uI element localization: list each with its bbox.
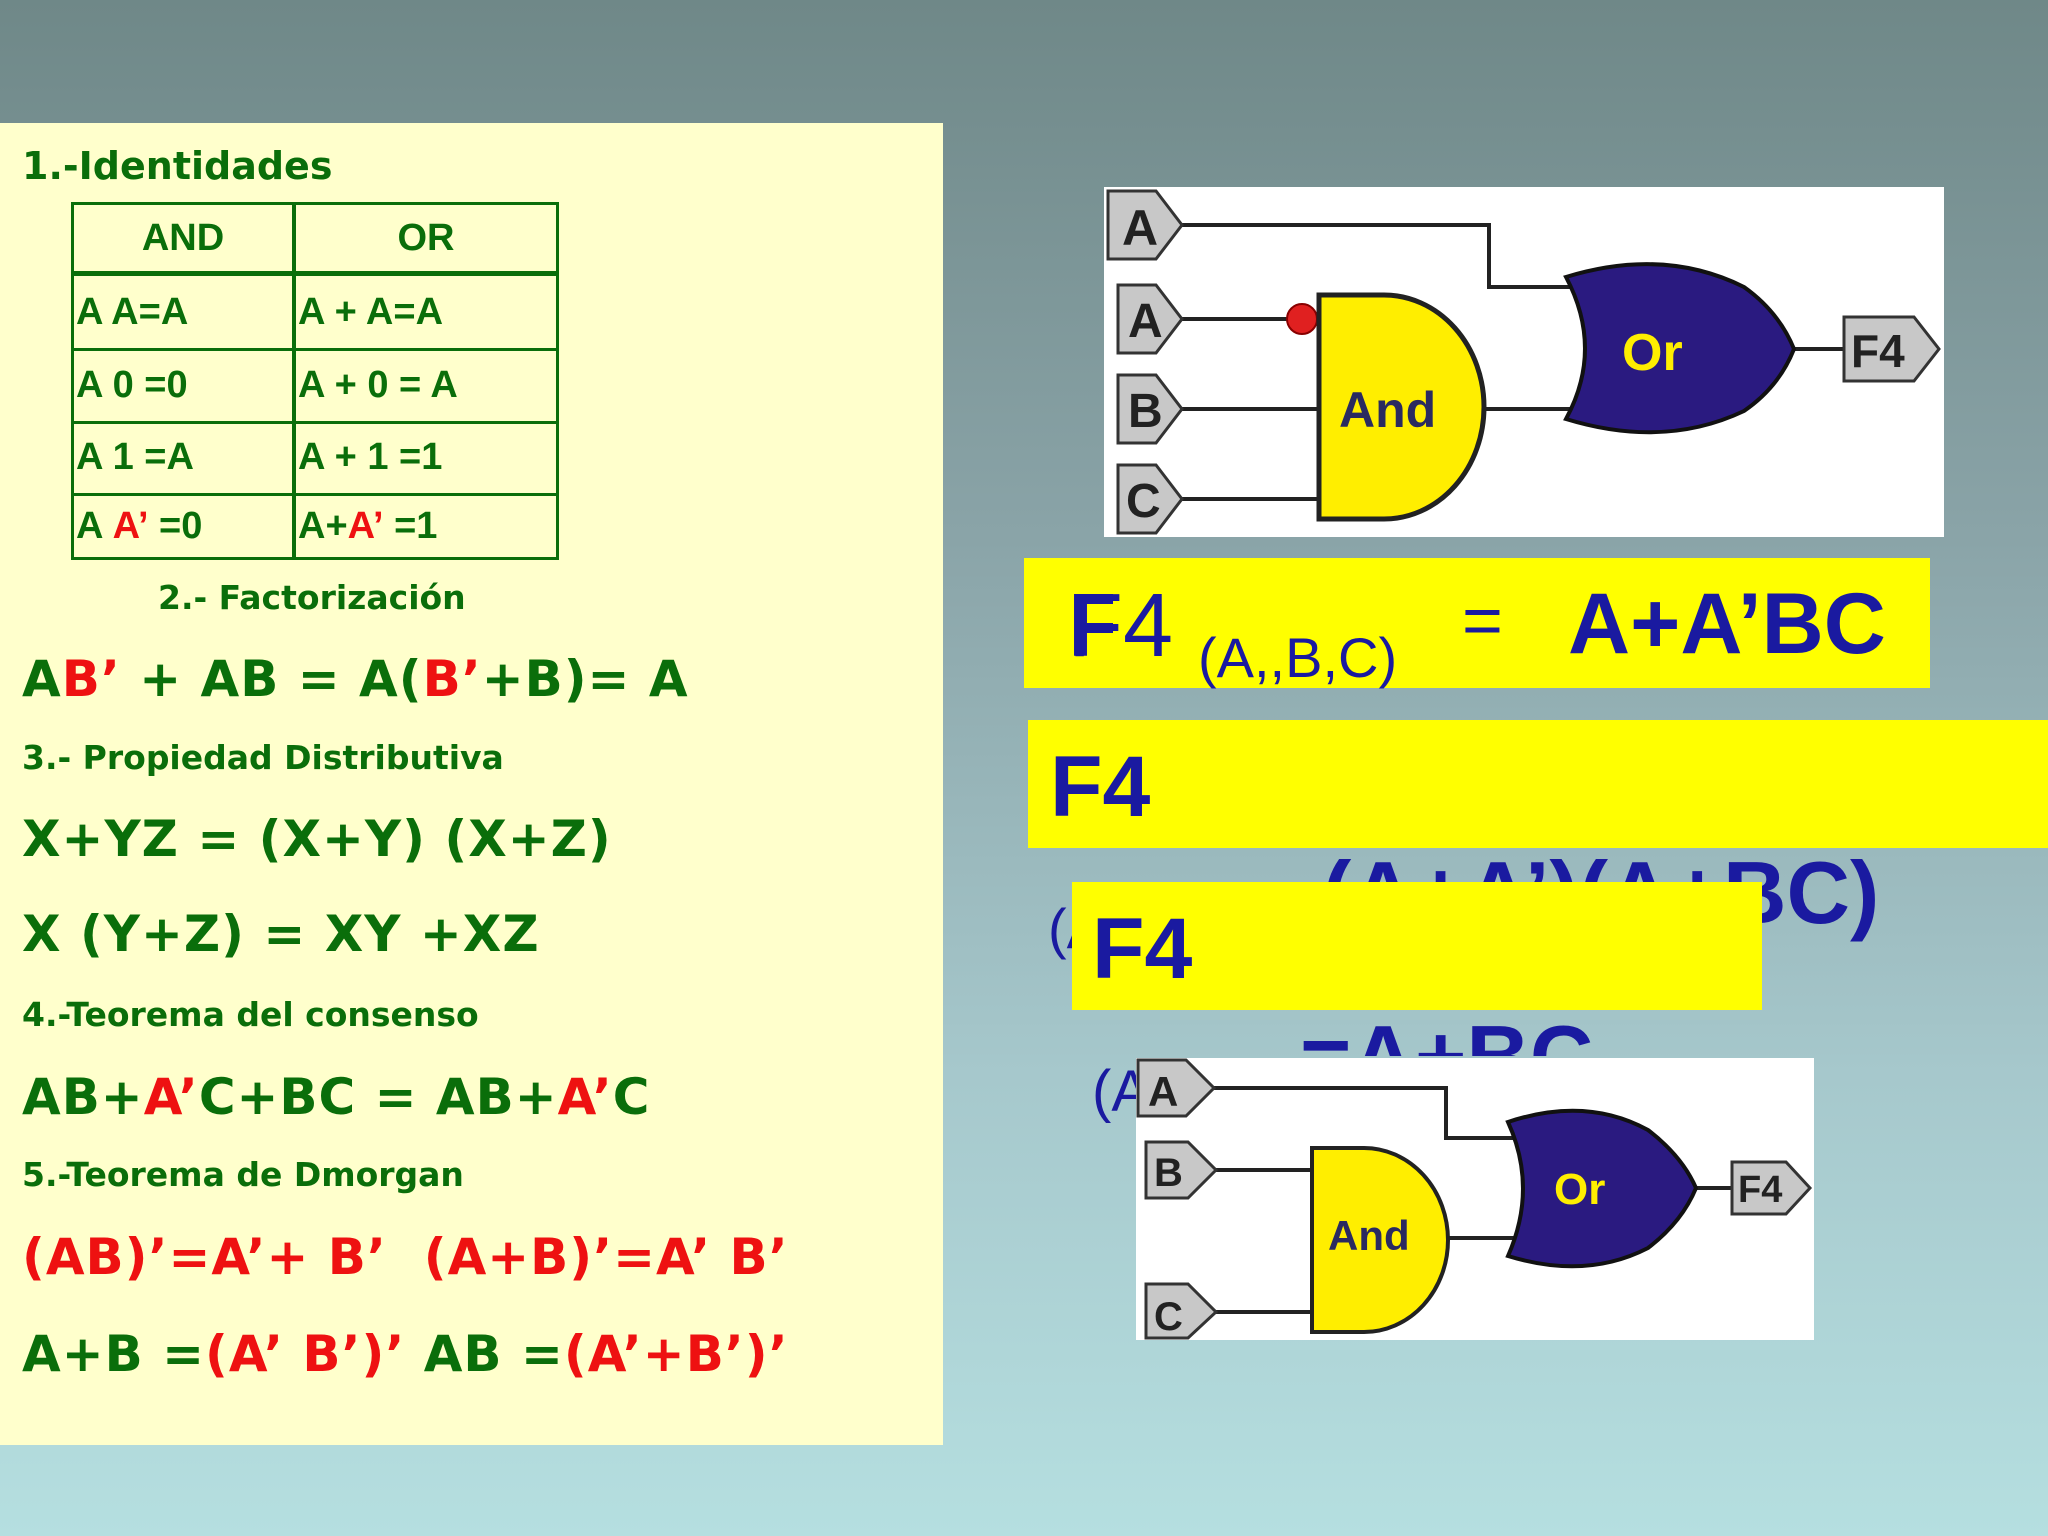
consensus-formula: AB+A’C+BC = AB+A’C	[22, 1068, 650, 1126]
equation-1-f4-bold: F	[1068, 576, 1113, 676]
table-row: A A=A A + A=A	[74, 276, 556, 351]
or-gate-label: Or	[1554, 1165, 1605, 1214]
logic-circuit-diagram-2: A B C And Or F4	[1136, 1058, 1814, 1340]
input-label-c: C	[1154, 1295, 1183, 1339]
junction-dot	[1286, 303, 1318, 335]
formula-part-red: B’	[422, 650, 482, 708]
output-pin	[1730, 1160, 1813, 1216]
or-gate	[1505, 1108, 1699, 1269]
table-cell-or: A+A’ =1	[298, 493, 437, 559]
or-gate	[1563, 262, 1797, 435]
equation-1-rhs: A+A’BC	[1568, 576, 1886, 672]
table-header-and: AND	[141, 216, 225, 259]
formula-part-red: B’	[61, 650, 121, 708]
table-header-row: AND OR	[74, 205, 556, 276]
cell-red-text: A’	[112, 504, 149, 547]
distributive-formula-1: X+YZ = (X+Y) (X+Z)	[22, 810, 612, 868]
table-cell-and: A A’ =0	[76, 493, 202, 559]
and-gate	[1316, 292, 1487, 522]
consensus-title: 4.-Teorema del consenso	[22, 995, 479, 1034]
and-gate-label: And	[1328, 1212, 1410, 1259]
equation-3-f4: F4	[1092, 901, 1193, 997]
input-pin-b	[1144, 1140, 1219, 1200]
input-label-a: A	[1148, 1068, 1178, 1115]
distributive-title: 3.- Propiedad Distributiva	[22, 738, 504, 777]
formula-part-red: A’ B’	[656, 1228, 789, 1286]
table-cell-or: A + 1 =1	[298, 435, 443, 478]
input-label-a1: A	[1122, 200, 1158, 256]
formula-part-red: (A’+B’)’	[563, 1325, 789, 1383]
input-pin-a1	[1106, 189, 1184, 261]
equation-1-f4: F4	[1068, 576, 1174, 676]
or-gate-label: Or	[1622, 324, 1683, 382]
formula-part-red: (A’ B’)’	[205, 1325, 406, 1383]
input-pin-c	[1144, 1282, 1219, 1340]
formula-part-red: A’	[557, 1068, 613, 1126]
formula-part: AB =	[405, 1325, 564, 1383]
circuit-2-svg: A B C And Or F4	[1136, 1058, 1813, 1340]
table-cell-or: A + A=A	[298, 290, 444, 333]
factorization-title: 2.- Factorización	[158, 578, 466, 617]
identities-title: 1.-Identidades	[22, 144, 333, 188]
cell-text: A+	[298, 504, 348, 547]
input-label-b: B	[1128, 385, 1163, 438]
equation-1-equals: =	[1462, 581, 1503, 659]
and-gate-label: And	[1339, 382, 1436, 438]
identities-panel	[0, 123, 943, 1445]
formula-part: +B)= A	[481, 650, 689, 708]
wire-a-to-or	[1214, 1086, 1521, 1140]
formula-part-red: (A+B)’=	[386, 1228, 657, 1286]
demorgan-formula-1: (AB)’=A’+ B’ (A+B)’=A’ B’	[22, 1228, 789, 1286]
table-row: A 1 =A A + 1 =1	[74, 421, 556, 496]
table-cell-or: A + 0 = A	[298, 363, 458, 406]
equation-box-2	[1028, 720, 2048, 848]
equation-3-rhs-clip: =A+BC	[1300, 1010, 1700, 1056]
formula-part: AB+	[22, 1068, 144, 1126]
formula-part-red: A’+ B’	[211, 1228, 387, 1286]
logic-circuit-diagram-1: A A B C And Or F4	[1104, 187, 1944, 537]
table-header-or: OR	[397, 216, 455, 259]
distributive-formula-2: X (Y+Z) = XY +XZ	[22, 905, 540, 963]
equation-box-1	[1024, 558, 1930, 688]
output-pin	[1842, 315, 1941, 383]
equation-2-f4: F4	[1050, 739, 1151, 835]
identities-table: AND OR A A=A A + A=A A 0 =0 A + 0 = A A …	[71, 202, 559, 560]
input-label-c: C	[1126, 475, 1161, 528]
cell-text: A	[76, 504, 113, 547]
cell-text: =1	[383, 504, 438, 547]
table-cell-and: A A=A	[76, 290, 189, 333]
input-pin-a	[1136, 1058, 1217, 1118]
and-gate	[1310, 1146, 1450, 1334]
factorization-formula: AB’ + AB = A(B’+B)= A	[22, 650, 689, 708]
input-label-b: B	[1154, 1151, 1183, 1195]
formula-part: A+B =	[22, 1325, 206, 1383]
table-row: A A’ =0 A+A’ =1	[74, 493, 556, 559]
cell-red-text: A’	[347, 504, 384, 547]
table-cell-and: A 1 =A	[76, 435, 194, 478]
formula-part-red: (AB)’=	[22, 1228, 212, 1286]
output-label: F4	[1738, 1169, 1782, 1211]
formula-part-red: A’	[143, 1068, 199, 1126]
equation-1-subscript: (A,,B,C)	[1198, 626, 1398, 689]
input-label-a2: A	[1128, 295, 1163, 348]
demorgan-title: 5.-Teorema de Dmorgan	[22, 1155, 464, 1194]
formula-part: + AB = A(	[120, 650, 423, 708]
table-row: A 0 =0 A + 0 = A	[74, 349, 556, 424]
demorgan-formula-2: A+B =(A’ B’)’ AB =(A’+B’)’	[22, 1325, 789, 1383]
cell-text: =0	[148, 504, 203, 547]
table-cell-and: A 0 =0	[76, 363, 188, 406]
equation-3-rhs: =A+BC	[1300, 1010, 1593, 1056]
table-column-divider	[292, 205, 296, 557]
formula-part: A	[22, 650, 62, 708]
equation-box-3	[1072, 882, 1762, 1010]
output-label: F4	[1851, 325, 1905, 377]
formula-part: C+BC = AB+	[198, 1068, 558, 1126]
wire-a-to-or	[1182, 223, 1584, 289]
formula-part: C	[612, 1068, 651, 1126]
circuit-1-svg: A A B C And Or F4	[1106, 189, 1941, 535]
